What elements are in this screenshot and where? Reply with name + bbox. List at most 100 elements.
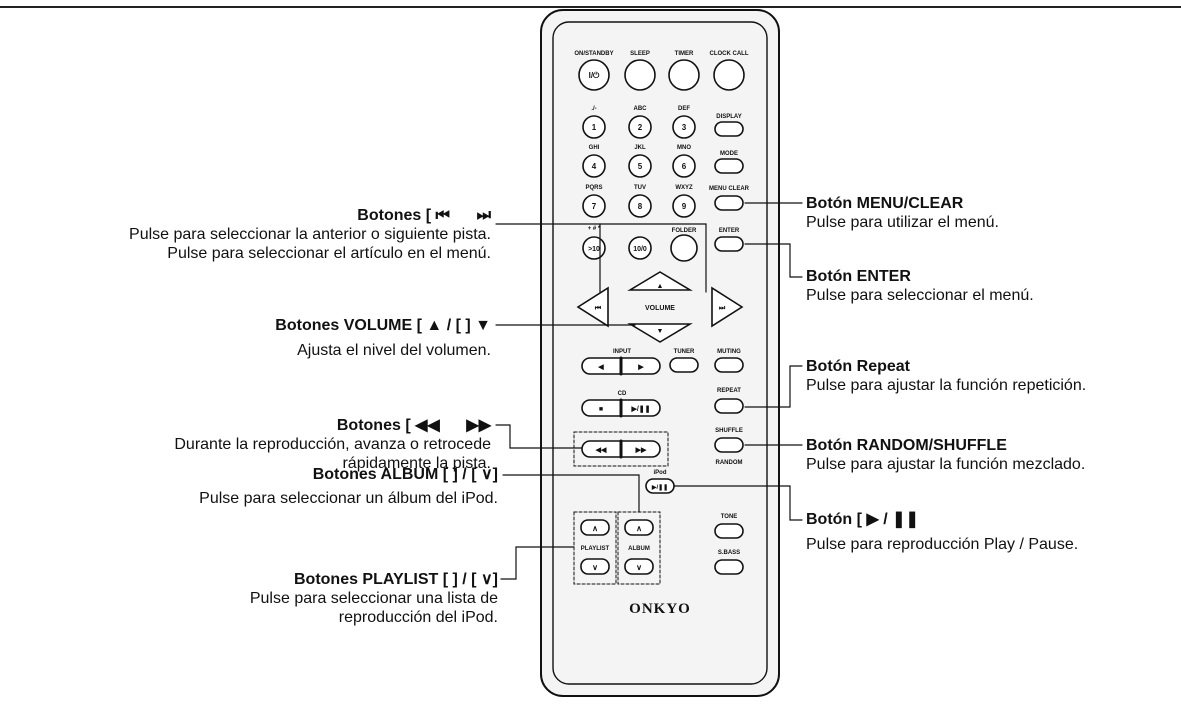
callout-volume-title: Botones VOLUME [ ▲ / [ ] ▼ <box>275 316 491 335</box>
callout-playlist: Botones PLAYLIST [ ] / [ ∨] Pulse para s… <box>250 570 498 627</box>
volume-down-icon: ▼ <box>657 328 664 335</box>
label-shuffle: SHUFFLE <box>715 428 743 434</box>
key-4-button[interactable] <box>582 154 606 178</box>
menu-clear-button[interactable] <box>714 195 744 211</box>
key-3-button[interactable] <box>672 115 696 139</box>
key-6-button[interactable] <box>672 154 696 178</box>
label-key-8-top: TUV <box>634 185 646 191</box>
label-key-5-top: JKL <box>634 145 646 151</box>
callout-volume-mid: / [ ] <box>446 317 471 334</box>
callout-track-line1: Pulse para seleccionar la anterior o sig… <box>129 226 491 243</box>
key-5-label: 5 <box>638 162 643 171</box>
callout-track-title-text: Botones [ <box>357 207 432 224</box>
callout-repeat-title: Botón Repeat <box>806 358 910 375</box>
volume-up-button[interactable] <box>627 271 693 291</box>
callout-menu-clear-title: Botón MENU/CLEAR <box>806 195 964 212</box>
label-volume: VOLUME <box>645 305 675 312</box>
fast-forward-glyph-icon: ▶▶ <box>466 417 491 434</box>
playlist-group-box <box>573 511 617 585</box>
rewind-icon: ◀◀ <box>595 447 607 454</box>
track-prev-icon: ⏮ <box>435 207 450 224</box>
tuner-button[interactable] <box>669 357 699 373</box>
top-rule <box>0 6 1181 8</box>
key-7-button[interactable] <box>582 194 606 218</box>
label-key-3-top: DEF <box>678 106 690 112</box>
callout-track-title: Botones [ ⏮ ⏭ <box>129 206 491 225</box>
label-key-2-top: ABC <box>634 106 648 112</box>
callout-search-line2: rápidamente la pista. <box>342 455 491 472</box>
random-shuffle-button[interactable] <box>714 437 744 453</box>
leader-playlist <box>500 546 575 580</box>
display-button[interactable] <box>714 121 744 137</box>
key-0-label: 10/0 <box>633 246 647 253</box>
ipod-play-pause-icon: ▶/❚❚ <box>651 484 668 491</box>
callout-playlist-line2: reproducción del iPod. <box>338 609 498 626</box>
sleep-button[interactable] <box>624 59 656 91</box>
callout-playlist-title: Botones PLAYLIST [ ] / [ ∨] <box>293 571 498 588</box>
clock-call-button[interactable] <box>713 59 745 91</box>
label-mode: MODE <box>720 151 738 157</box>
key-9-button[interactable] <box>672 194 696 218</box>
search-group-box <box>573 431 669 467</box>
label-folder: FOLDER <box>672 228 697 234</box>
on-standby-button[interactable] <box>578 59 610 91</box>
callout-enter-title: Botón ENTER <box>806 268 911 285</box>
callout-enter-line1: Pulse para seleccionar el menú. <box>806 287 1034 304</box>
volume-down-button[interactable] <box>627 323 693 343</box>
key-2-button[interactable] <box>628 115 652 139</box>
label-muting: MUTING <box>717 349 741 355</box>
mode-button[interactable] <box>714 158 744 174</box>
sbass-button[interactable] <box>714 559 744 575</box>
label-clock-call: CLOCK CALL <box>710 51 749 57</box>
repeat-button[interactable] <box>714 398 744 414</box>
label-cd: CD <box>618 391 627 397</box>
leader-playpause <box>673 485 803 521</box>
callout-track: Botones [ ⏮ ⏭ Pulse para seleccionar la … <box>129 206 491 263</box>
callout-search: Botones [ ◀◀ ▶▶ Durante la reproducción,… <box>174 416 491 473</box>
playlist-up-button[interactable] <box>580 519 610 536</box>
key-5-button[interactable] <box>628 154 652 178</box>
enter-button[interactable] <box>714 236 744 252</box>
playlist-up-icon: ∧ <box>592 524 598 533</box>
folder-button[interactable] <box>670 234 698 262</box>
album-up-icon: ∧ <box>636 524 642 533</box>
label-key-10-top: + # * <box>588 226 601 232</box>
label-tuner: TUNER <box>674 349 695 355</box>
callout-random: Botón RANDOM/SHUFFLE Pulse para ajustar … <box>806 436 1085 474</box>
label-album: ALBUM <box>628 546 650 552</box>
play-pause-glyph-icon: ▶ / ❚❚ <box>866 511 919 528</box>
rewind-glyph-icon: ◀◀ <box>415 417 440 434</box>
label-key-1-top: ./- <box>591 106 596 112</box>
key-7-label: 7 <box>592 202 597 211</box>
label-key-6-top: MNO <box>677 145 691 151</box>
callout-enter: Botón ENTER Pulse para seleccionar el me… <box>806 267 1034 305</box>
leader-lines <box>495 202 803 580</box>
key-3-label: 3 <box>682 123 687 132</box>
skip-back-button[interactable] <box>576 286 609 328</box>
key-1-button[interactable] <box>582 115 606 139</box>
brand-logo: ONKYO <box>629 601 691 617</box>
key-8-label: 8 <box>638 202 643 211</box>
timer-button[interactable] <box>668 59 700 91</box>
callout-playlist-line1: Pulse para seleccionar una lista de <box>249 590 498 607</box>
label-playlist: PLAYLIST <box>581 546 610 552</box>
key-4-label: 4 <box>592 162 597 171</box>
key-0-button[interactable] <box>628 236 652 260</box>
key-9-label: 9 <box>682 202 687 211</box>
label-key-7-top: PQRS <box>585 185 602 191</box>
callout-repeat: Botón Repeat Pulse para ajustar la funci… <box>806 357 1086 395</box>
key-8-button[interactable] <box>628 194 652 218</box>
label-ipod: iPod <box>654 470 667 476</box>
key-6-label: 6 <box>682 162 687 171</box>
playlist-down-button[interactable] <box>580 558 610 575</box>
skip-forward-button[interactable] <box>711 286 744 328</box>
album-down-button[interactable] <box>624 558 654 575</box>
leader-enter <box>744 243 803 278</box>
album-up-button[interactable] <box>624 519 654 536</box>
callout-album-title: Botones ALBUM [ ] / [ ∨] <box>312 466 498 483</box>
tone-button[interactable] <box>714 523 744 539</box>
leader-album <box>502 474 640 513</box>
stop-icon: ■ <box>599 406 603 413</box>
muting-button[interactable] <box>714 357 744 373</box>
label-enter: ENTER <box>719 228 740 234</box>
